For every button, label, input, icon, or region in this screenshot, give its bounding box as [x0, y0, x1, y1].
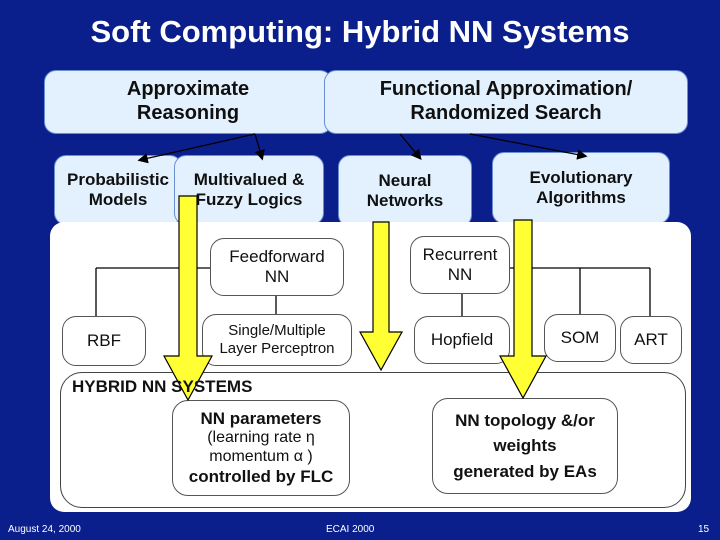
approximate-reasoning-box: Approximate Reasoning	[44, 70, 332, 134]
probabilistic-line-1: Probabilistic	[66, 169, 170, 189]
fuzzy-line-2: Fuzzy Logics	[195, 190, 303, 209]
rbf-label: RBF	[87, 330, 121, 350]
probabilistic-line-2: Models	[88, 190, 148, 209]
flc-line-1: NN parameters	[200, 409, 322, 429]
hybrid-nn-systems-label: HYBRID NN SYSTEMS	[72, 377, 253, 396]
rbf-box: RBF	[62, 316, 146, 366]
slide-title: Soft Computing: Hybrid NN Systems	[90, 14, 630, 49]
line-fa-to-evolutionary	[469, 133, 588, 160]
flc-line-2: (learning rate η	[207, 429, 315, 447]
neural-line-2: Networks	[366, 191, 444, 210]
ea-generated-box: NN topology &/or weights generated by EA…	[432, 398, 618, 494]
neural-line-1: Neural	[378, 170, 432, 190]
recurrent-nn-box: Recurrent NN	[410, 236, 510, 294]
ea-line-3: generated by EAs	[453, 461, 597, 481]
ea-line-1: NN topology &/or	[455, 410, 595, 430]
som-box: SOM	[544, 314, 616, 362]
footer-page-number: 15	[698, 524, 710, 535]
functional-approximation-box: Functional Approximation/ Randomized Sea…	[324, 70, 688, 134]
fuzzy-line-1: Multivalued &	[193, 169, 305, 189]
hopfield-box: Hopfield	[414, 316, 510, 364]
footer-conference: ECAI 2000	[326, 524, 375, 535]
yellow-arrow-evolutionary	[498, 219, 548, 400]
flc-line-4: controlled by FLC	[188, 466, 334, 486]
feedforward-line-2: NN	[264, 267, 290, 286]
line-ar-to-fuzzy	[254, 133, 265, 161]
art-box: ART	[620, 316, 682, 364]
approximate-reasoning-line-2: Reasoning	[136, 102, 240, 124]
line-ar-to-probabilistic	[137, 133, 256, 164]
recurrent-line-1: Recurrent	[422, 244, 498, 264]
evolutionary-line-2: Algorithms	[536, 188, 626, 207]
evolutionary-algorithms-box: Evolutionary Algorithms	[492, 152, 670, 224]
flc-line-3: momentum α )	[209, 448, 313, 465]
approximate-reasoning-line-1: Approximate	[126, 78, 250, 101]
functional-approximation-line-2: Randomized Search	[410, 102, 602, 124]
fuzzy-logics-box: Multivalued & Fuzzy Logics	[174, 155, 324, 225]
line-fa-to-neural	[399, 133, 422, 160]
feedforward-line-1: Feedforward	[229, 246, 325, 266]
hopfield-label: Hopfield	[430, 329, 494, 349]
feedforward-nn-box: Feedforward NN	[210, 238, 344, 296]
perceptron-line-2: Layer Perceptron	[219, 340, 335, 357]
recurrent-line-2: NN	[447, 265, 473, 284]
neural-networks-box: Neural Networks	[338, 155, 472, 227]
yellow-arrow-fuzzy	[162, 195, 214, 402]
footer-date: August 24, 2000	[8, 524, 81, 535]
yellow-arrow-neural	[358, 221, 404, 372]
perceptron-box: Single/Multiple Layer Perceptron	[202, 314, 352, 366]
flc-controlled-box: NN parameters (learning rate η momentum …	[172, 400, 350, 496]
art-label: ART	[634, 329, 668, 349]
functional-approximation-line-1: Functional Approximation/	[379, 78, 633, 101]
perceptron-line-1: Single/Multiple	[228, 322, 326, 340]
ea-line-2: weights	[493, 436, 557, 456]
som-label: SOM	[560, 327, 600, 347]
evolutionary-line-1: Evolutionary	[529, 167, 633, 187]
